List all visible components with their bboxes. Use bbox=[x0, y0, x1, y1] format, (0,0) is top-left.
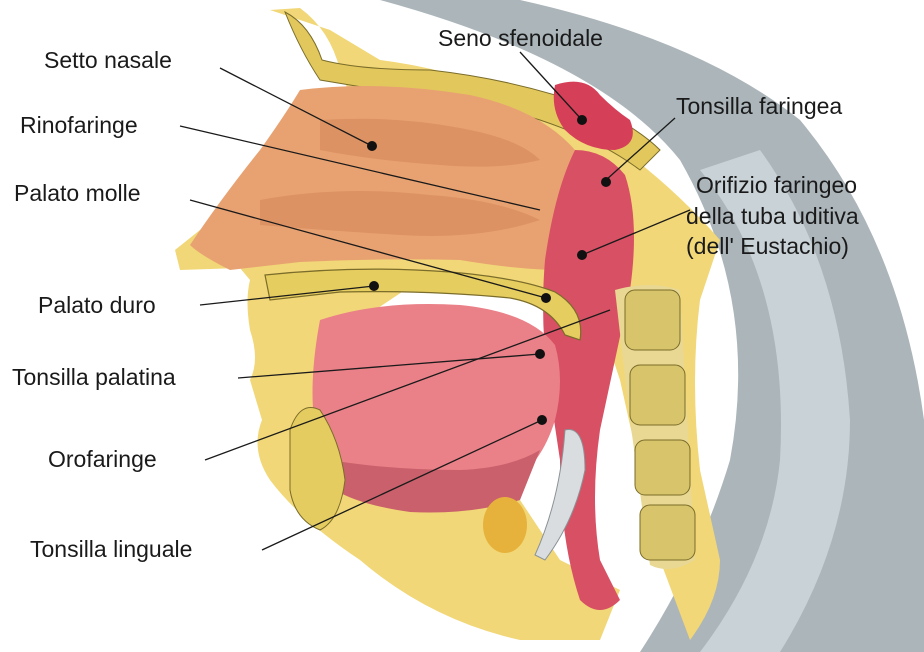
label-orifizio-line3: (dell' Eustachio) bbox=[686, 233, 849, 259]
label-setto-nasale: Setto nasale bbox=[44, 47, 172, 73]
label-orifizio-line1: Orifizio faringeo bbox=[696, 172, 857, 198]
dot-tonsilla-faringea bbox=[601, 177, 611, 187]
label-tonsilla-linguale: Tonsilla linguale bbox=[30, 536, 192, 562]
dot-orifizio bbox=[577, 250, 587, 260]
vertebra-c1 bbox=[625, 290, 680, 350]
label-rinofaringe: Rinofaringe bbox=[20, 112, 138, 138]
label-seno-sfenoidale: Seno sfenoidale bbox=[438, 25, 603, 51]
label-palato-molle: Palato molle bbox=[14, 180, 141, 206]
dot-tonsilla-linguale bbox=[537, 415, 547, 425]
dot-palato-duro bbox=[369, 281, 379, 291]
vertebra-c4 bbox=[640, 505, 695, 560]
vertebra-c2 bbox=[630, 365, 685, 425]
label-orifizio-line2: della tuba uditiva bbox=[686, 203, 859, 229]
dot-seno-sfenoidale bbox=[577, 115, 587, 125]
label-tonsilla-faringea: Tonsilla faringea bbox=[676, 93, 842, 119]
label-palato-duro: Palato duro bbox=[38, 292, 156, 318]
label-orofaringe: Orofaringe bbox=[48, 446, 157, 472]
dot-palato-molle bbox=[541, 293, 551, 303]
label-tonsilla-palatina: Tonsilla palatina bbox=[12, 364, 176, 390]
dot-tonsilla-palatina bbox=[535, 349, 545, 359]
vertebra-c3 bbox=[635, 440, 690, 495]
hyoid-bone bbox=[483, 497, 527, 553]
nasal-cavity bbox=[190, 86, 575, 270]
dot-setto-nasale bbox=[367, 141, 377, 151]
